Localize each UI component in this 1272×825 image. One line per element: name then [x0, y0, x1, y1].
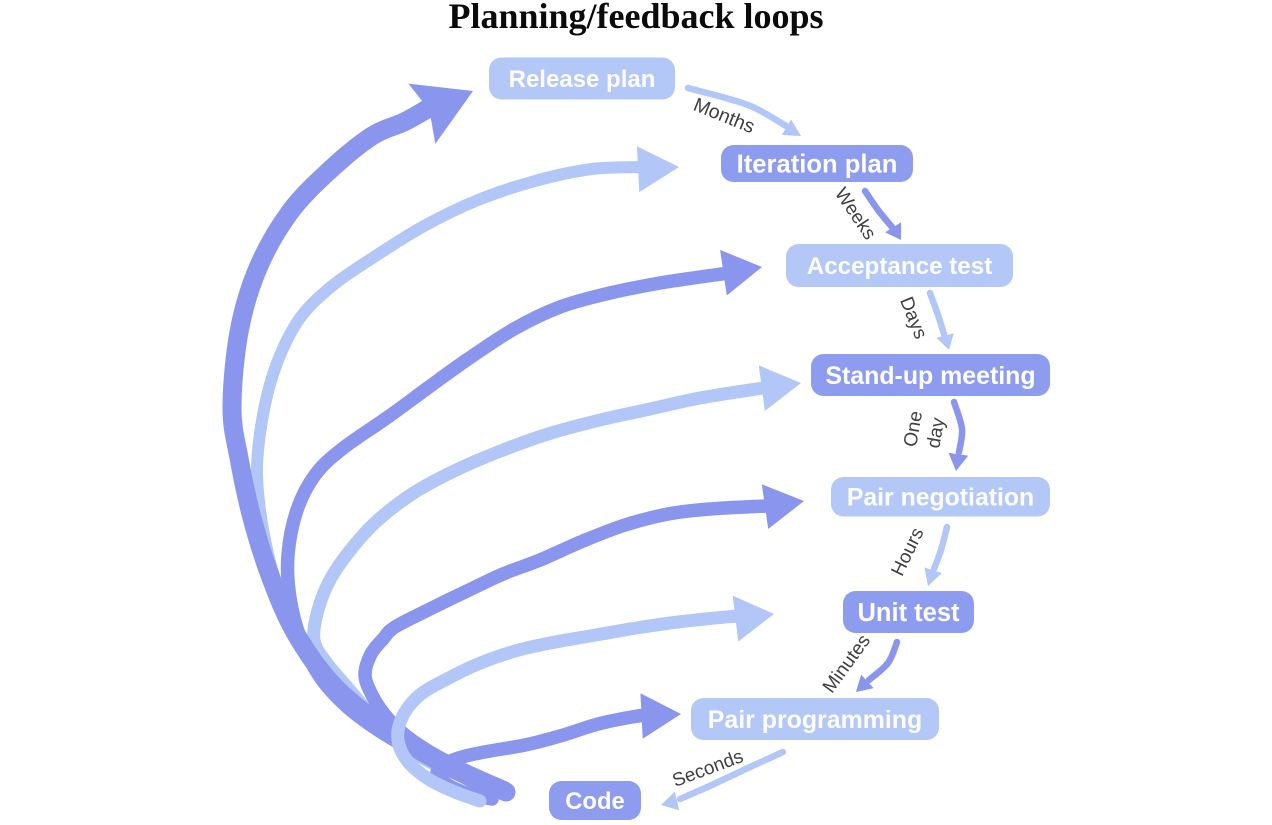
svg-text:Release plan: Release plan: [509, 66, 656, 93]
svg-text:Pair negotiation: Pair negotiation: [847, 484, 1034, 511]
svg-text:Stand-up meeting: Stand-up meeting: [825, 362, 1035, 390]
svg-text:Iteration plan: Iteration plan: [737, 151, 898, 179]
svg-text:Planning/feedback loops: Planning/feedback loops: [448, 0, 823, 36]
svg-text:Code: Code: [565, 788, 625, 815]
svg-text:Acceptance test: Acceptance test: [807, 253, 993, 280]
svg-text:Unit test: Unit test: [858, 599, 961, 627]
svg-text:Pair programming: Pair programming: [708, 706, 922, 734]
